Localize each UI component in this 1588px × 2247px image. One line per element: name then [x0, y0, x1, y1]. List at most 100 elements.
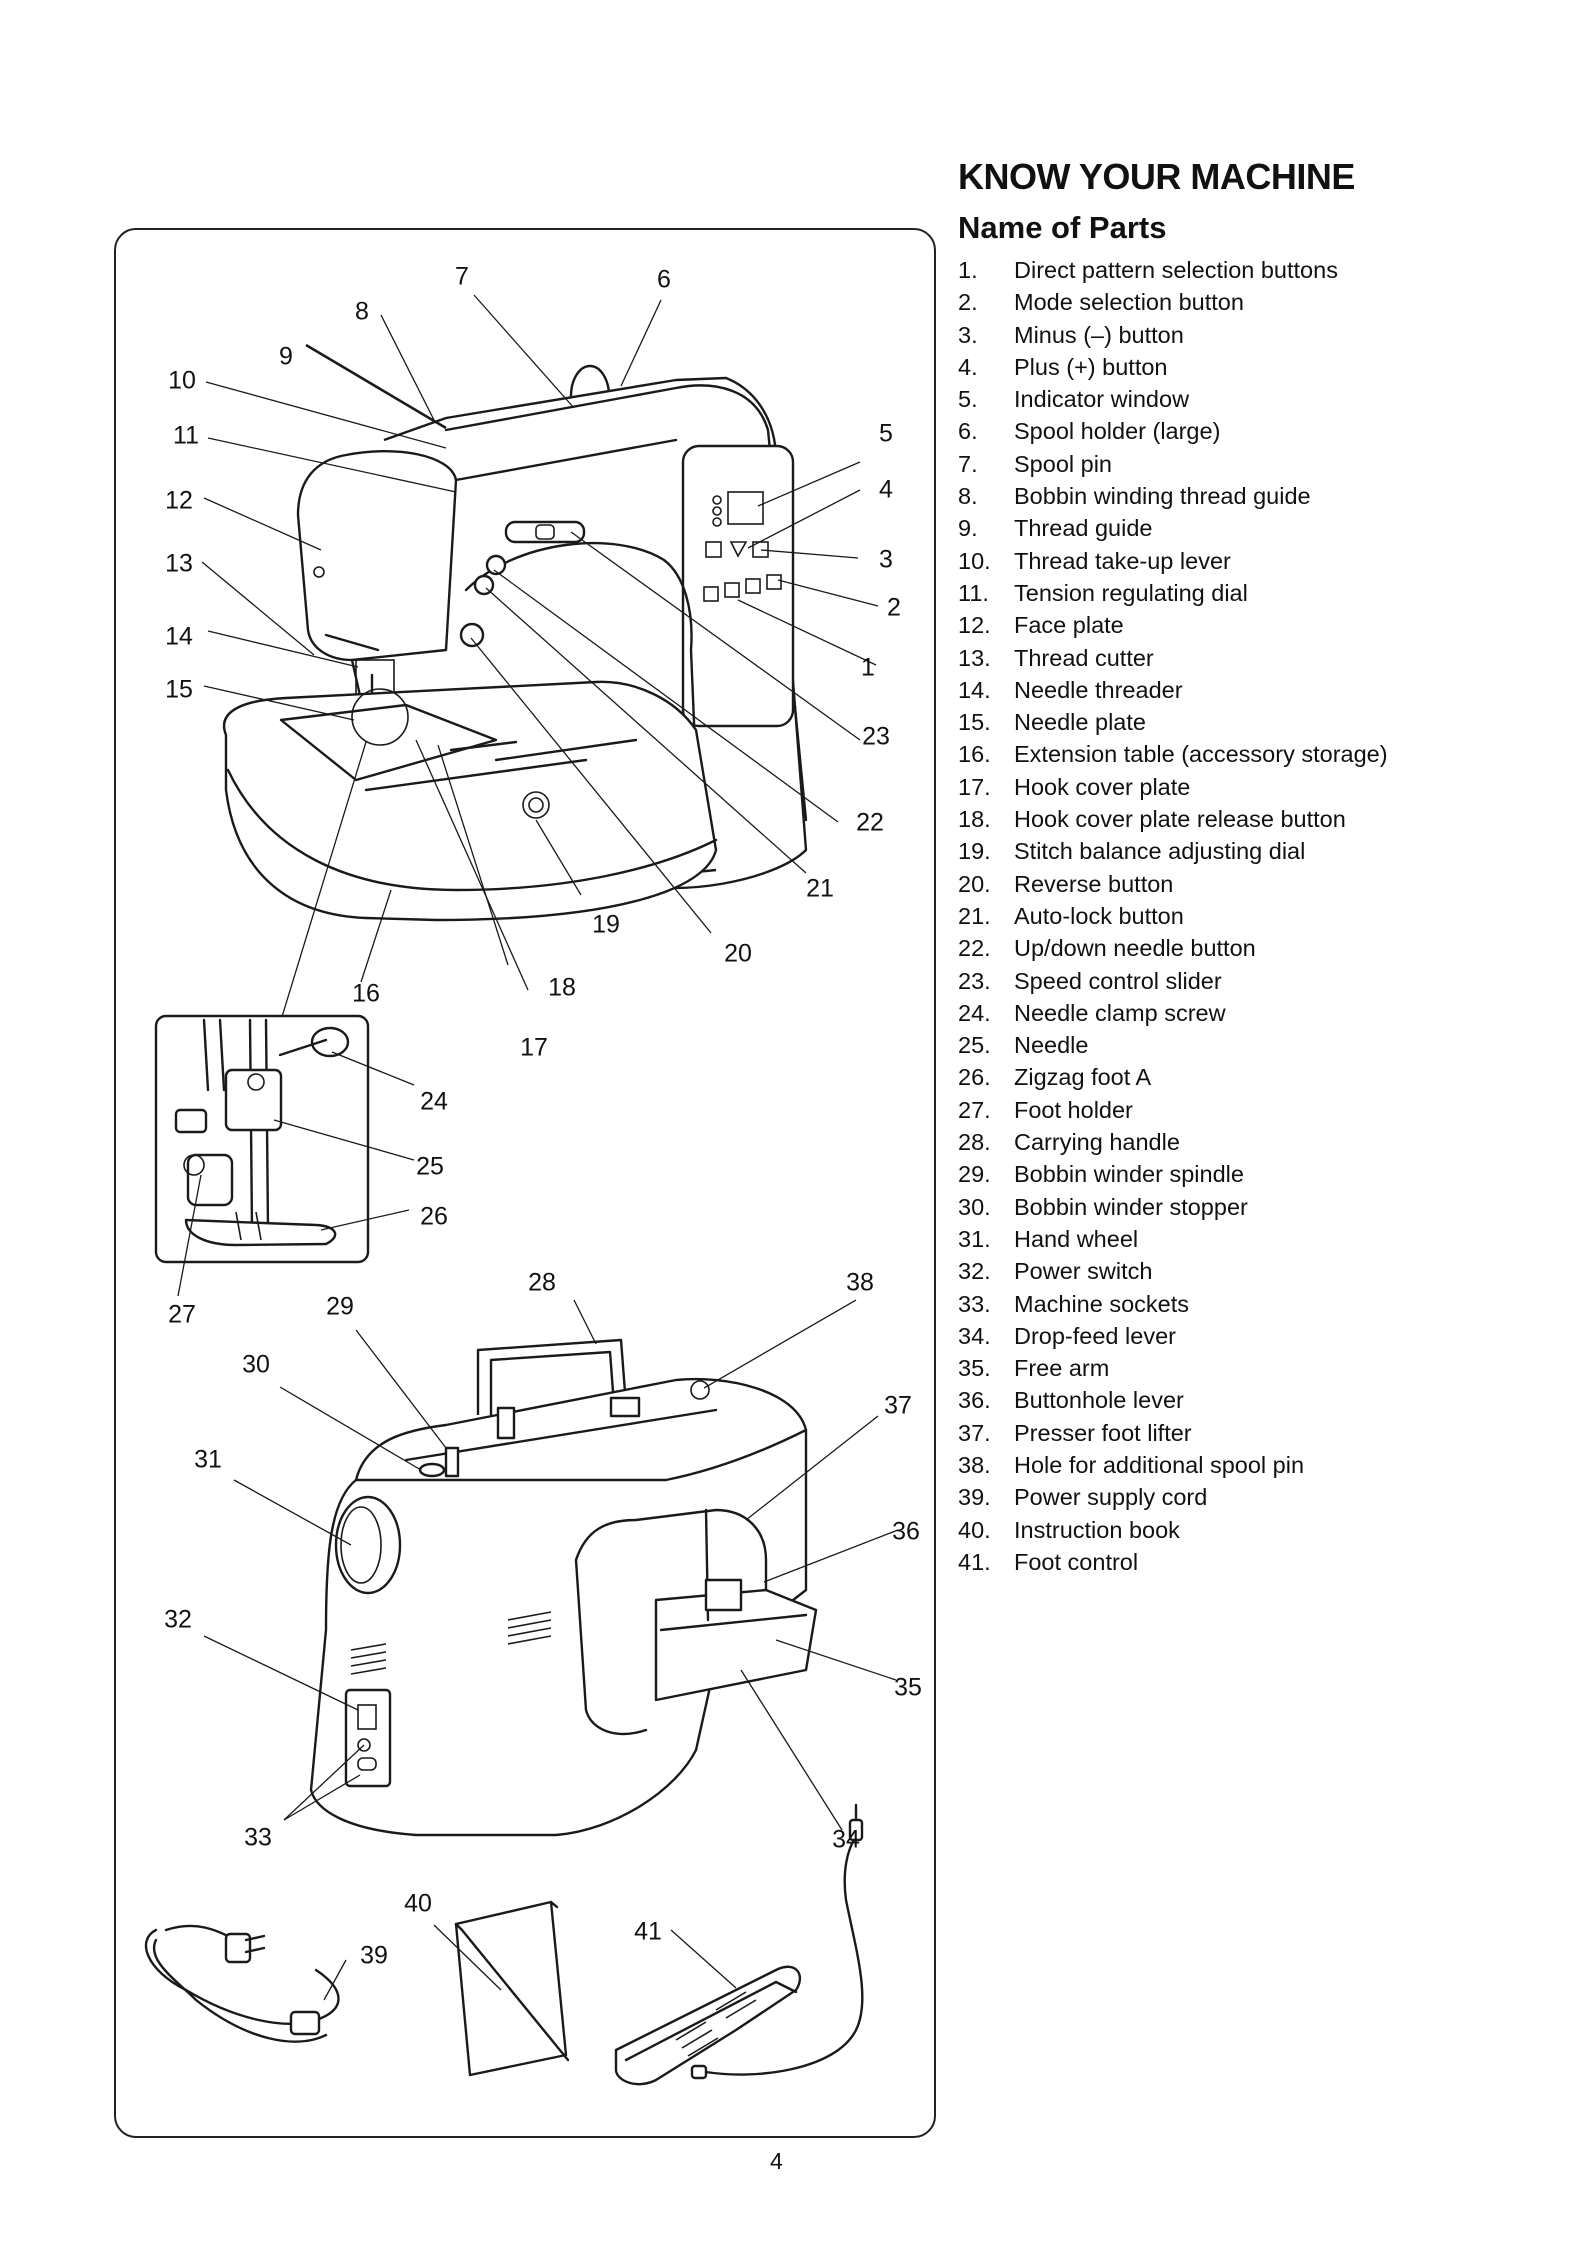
part-number: 15. [958, 709, 991, 736]
callout-32: 32 [164, 1605, 192, 1634]
part-number: 38. [958, 1451, 991, 1478]
part-name: Power switch [1014, 1258, 1153, 1285]
callout-36: 36 [892, 1517, 920, 1546]
presser-foot-inset [154, 741, 370, 1264]
leader-lines [177, 294, 899, 2001]
part-name: Speed control slider [1014, 967, 1222, 994]
part-number: 30. [958, 1193, 991, 1220]
list-item: 27.Foot holder [958, 1094, 1388, 1126]
part-name: Bobbin winder stopper [1014, 1193, 1248, 1220]
callout-9: 9 [279, 342, 293, 371]
callout-23: 23 [862, 722, 890, 751]
part-number: 3. [958, 321, 978, 348]
list-item: 13.Thread cutter [958, 642, 1388, 674]
part-number: 22. [958, 935, 991, 962]
callout-18: 18 [548, 973, 576, 1002]
callout-1: 1 [861, 653, 875, 682]
part-name: Up/down needle button [1014, 935, 1256, 962]
part-number: 40. [958, 1516, 991, 1543]
callout-5: 5 [879, 419, 893, 448]
list-item: 9. Thread guide [958, 512, 1388, 544]
list-item: 26.Zigzag foot A [958, 1061, 1388, 1093]
part-name: Spool pin [1014, 450, 1112, 477]
callout-34: 34 [832, 1825, 860, 1854]
front-machine-drawing [222, 364, 808, 922]
callout-27: 27 [168, 1300, 196, 1329]
part-number: 34. [958, 1322, 991, 1349]
part-name: Presser foot lifter [1014, 1419, 1192, 1446]
part-name: Extension table (accessory storage) [1014, 741, 1388, 768]
part-number: 32. [958, 1258, 991, 1285]
part-number: 8. [958, 483, 978, 510]
list-item: 28.Carrying handle [958, 1126, 1388, 1158]
part-name: Stitch balance adjusting dial [1014, 838, 1306, 865]
callout-35: 35 [894, 1673, 922, 1702]
list-item: 37. Presser foot lifter [958, 1417, 1388, 1449]
part-name: Hand wheel [1014, 1225, 1139, 1252]
part-number: 35. [958, 1355, 991, 1382]
callout-25: 25 [416, 1152, 444, 1181]
callout-12: 12 [165, 486, 193, 515]
list-item: 38.Hole for additional spool pin [958, 1449, 1388, 1481]
list-item: 7. Spool pin [958, 448, 1388, 480]
part-name: Thread guide [1014, 515, 1153, 542]
callout-13: 13 [165, 549, 193, 578]
part-number: 23. [958, 967, 991, 994]
part-number: 7. [958, 450, 978, 477]
part-name: Minus (–) button [1014, 321, 1184, 348]
part-name: Hook cover plate [1014, 773, 1191, 800]
callout-41: 41 [634, 1917, 662, 1946]
callout-37: 37 [884, 1391, 912, 1420]
list-item: 21. Auto-lock button [958, 900, 1388, 932]
part-name: Tension regulating dial [1014, 579, 1248, 606]
list-item: 31.Hand wheel [958, 1223, 1388, 1255]
list-item: 12.Face plate [958, 609, 1388, 641]
part-number: 37. [958, 1419, 991, 1446]
part-number: 27. [958, 1096, 991, 1123]
part-number: 18. [958, 806, 991, 833]
callout-16: 16 [352, 979, 380, 1008]
part-name: Needle threader [1014, 676, 1183, 703]
callout-26: 26 [420, 1202, 448, 1231]
list-item: 2.Mode selection button [958, 286, 1388, 318]
instruction-book-drawing [454, 1900, 570, 2077]
callout-20: 20 [724, 939, 752, 968]
callout-11: 11 [173, 421, 199, 450]
list-item: 23. Speed control slider [958, 965, 1388, 997]
part-name: Instruction book [1014, 1516, 1180, 1543]
list-item: 19. Stitch balance adjusting dial [958, 835, 1388, 867]
part-number: 9. [958, 515, 978, 542]
list-item: 11.Tension regulating dial [958, 577, 1388, 609]
part-name: Foot control [1014, 1548, 1139, 1575]
list-title: Name of Parts [958, 210, 1167, 245]
part-name: Needle plate [1014, 709, 1146, 736]
part-name: Auto-lock button [1014, 902, 1184, 929]
machine-illustration [144, 294, 899, 2086]
callout-24: 24 [420, 1087, 448, 1116]
part-number: 12. [958, 612, 991, 639]
part-number: 21. [958, 902, 991, 929]
callout-8: 8 [355, 297, 369, 326]
part-name: Reverse button [1014, 870, 1174, 897]
part-number: 2. [958, 289, 978, 316]
part-name: Carrying handle [1014, 1129, 1180, 1156]
part-number: 24. [958, 999, 991, 1026]
page-number: 4 [770, 2148, 783, 2174]
part-name: Hook cover plate release button [1014, 806, 1346, 833]
callout-3: 3 [879, 545, 893, 574]
part-number: 5. [958, 386, 978, 413]
part-name: Bobbin winder spindle [1014, 1161, 1244, 1188]
callout-33: 33 [244, 1823, 272, 1852]
part-name: Needle [1014, 1032, 1089, 1059]
part-name: Plus (+) button [1014, 353, 1168, 380]
power-cord-drawing [144, 1924, 340, 2043]
list-item: 17.Hook cover plate [958, 771, 1388, 803]
callout-30: 30 [242, 1350, 270, 1379]
list-item: 10.Thread take-up lever [958, 545, 1388, 577]
callout-17: 17 [520, 1033, 548, 1062]
part-number: 33. [958, 1290, 991, 1317]
list-item: 33.Machine sockets [958, 1288, 1388, 1320]
part-number: 19. [958, 838, 991, 865]
list-item: 36.Buttonhole lever [958, 1384, 1388, 1416]
part-number: 10. [958, 547, 991, 574]
